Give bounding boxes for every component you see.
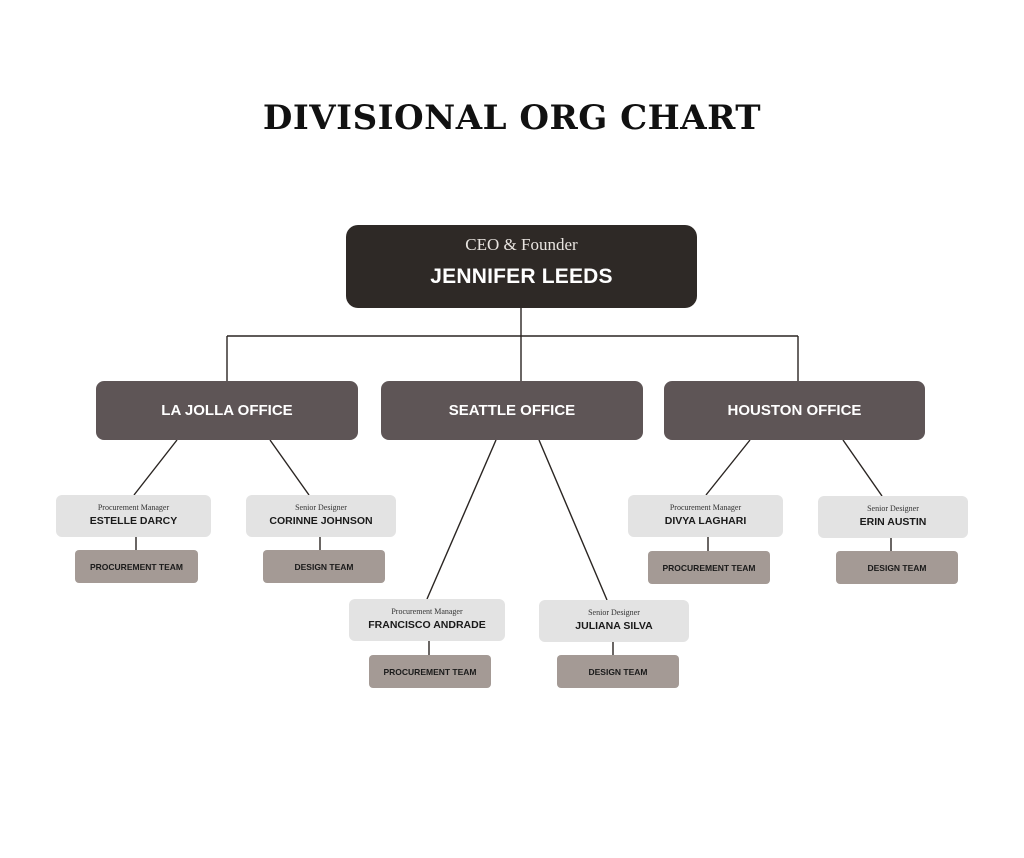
office-la-jolla: LA JOLLA OFFICE	[96, 381, 358, 440]
ceo-box: CEO & Founder JENNIFER LEEDS	[346, 225, 697, 308]
team-label: PROCUREMENT TEAM	[662, 562, 756, 573]
person-role: Senior Designer	[588, 608, 640, 617]
ceo-name: JENNIFER LEEDS	[430, 265, 613, 288]
connector-seattle-design	[538, 439, 608, 601]
office-label: SEATTLE OFFICE	[448, 402, 576, 419]
team-box-houston-procurement: PROCUREMENT TEAM	[648, 551, 770, 584]
person-role: Procurement Manager	[391, 607, 463, 616]
person-name: CORINNE JOHNSON	[269, 515, 373, 527]
connector-lajolla-design	[269, 439, 310, 496]
team-box-houston-design: DESIGN TEAM	[836, 551, 958, 584]
team-box-seattle-design: DESIGN TEAM	[557, 655, 679, 688]
person-name: DIVYA LAGHARI	[664, 515, 747, 527]
office-label: HOUSTON OFFICE	[727, 402, 862, 419]
team-label: DESIGN TEAM	[588, 666, 648, 677]
connector-houston-design	[842, 439, 883, 497]
person-francisco-andrade: Procurement Manager FRANCISCO ANDRADE	[349, 599, 505, 641]
ceo-role: CEO & Founder	[465, 235, 578, 254]
person-estelle-darcy: Procurement Manager ESTELLE DARCY	[56, 495, 211, 537]
office-houston: HOUSTON OFFICE	[664, 381, 925, 440]
office-seattle: SEATTLE OFFICE	[381, 381, 643, 440]
person-role: Senior Designer	[295, 503, 347, 512]
team-label: PROCUREMENT TEAM	[383, 666, 477, 677]
team-box-lajolla-design: DESIGN TEAM	[263, 550, 385, 583]
person-role: Senior Designer	[867, 504, 919, 513]
person-juliana-silva: Senior Designer JULIANA SILVA	[539, 600, 689, 642]
team-box-seattle-procurement: PROCUREMENT TEAM	[369, 655, 491, 688]
team-label: DESIGN TEAM	[294, 561, 354, 572]
team-label: PROCUREMENT TEAM	[89, 561, 184, 572]
person-corinne-johnson: Senior Designer CORINNE JOHNSON	[246, 495, 396, 537]
person-erin-austin: Senior Designer ERIN AUSTIN	[818, 496, 968, 538]
connector-seattle-procurement	[426, 439, 497, 600]
team-box-lajolla-procurement: PROCUREMENT TEAM	[75, 550, 198, 583]
team-label: DESIGN TEAM	[867, 562, 927, 573]
chart-title: DIVISIONAL ORG CHART	[262, 98, 762, 138]
office-label: LA JOLLA OFFICE	[161, 402, 293, 419]
person-role: Procurement Manager	[669, 503, 742, 512]
person-divya-laghari: Procurement Manager DIVYA LAGHARI	[628, 495, 783, 537]
person-name: ESTELLE DARCY	[89, 515, 178, 527]
person-name: FRANCISCO ANDRADE	[368, 619, 486, 631]
person-name: ERIN AUSTIN	[859, 516, 927, 528]
person-name: JULIANA SILVA	[575, 620, 653, 632]
person-role: Procurement Manager	[97, 503, 170, 512]
connector-lajolla-procurement	[133, 439, 178, 496]
connector-houston-procurement	[705, 439, 751, 496]
